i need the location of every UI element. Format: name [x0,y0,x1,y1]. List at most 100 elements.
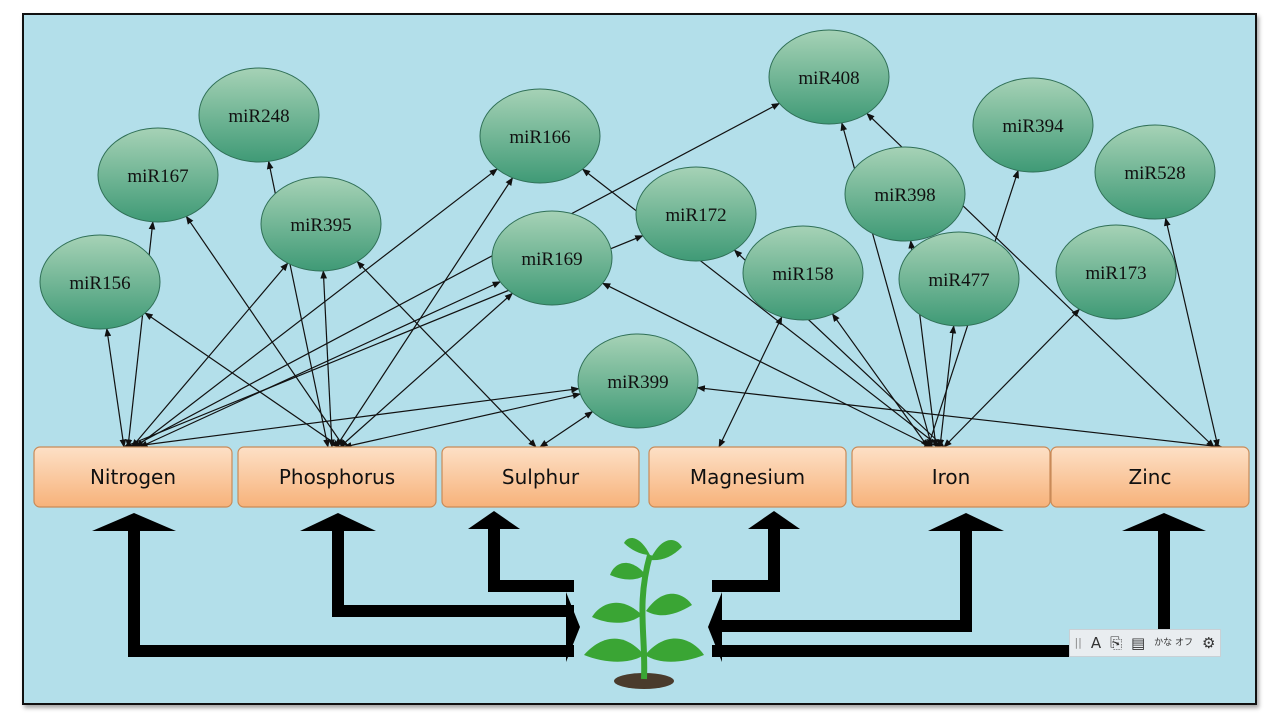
nutrient-label-magnesium: Magnesium [690,465,805,489]
ime-toolbar: || A ⎘ ▤ かな オフ ⚙ [1069,629,1221,657]
mirna-label-miR172: miR172 [665,205,726,226]
mirna-label-miR395: miR395 [290,215,351,236]
mirna-ellipse-miR172 [635,166,757,262]
nutrient-iron: Iron [851,446,1051,508]
nutrient-box-iron [851,446,1051,508]
arrowhead-iron [928,513,1004,531]
mirna-miR399: miR399 [577,333,699,429]
nutrient-box-magnesium [648,446,847,508]
nutrient-label-nitrogen: Nitrogen [90,465,176,489]
mirna-ellipse-miR166 [479,88,601,184]
mirna-ellipse-miR395 [260,176,382,272]
nutrient-sulphur: Sulphur [441,446,640,508]
link-nitrogen-miR156 [104,327,127,448]
plant-stem [639,554,653,680]
mirna-miR166: miR166 [479,88,601,184]
mirna-ellipse-miR173 [1055,224,1177,320]
link-iron-miR173 [943,308,1080,448]
nutrient-phosphorus: Phosphorus [237,446,437,508]
plant-to-nutrient-arrows [92,511,1206,662]
mirna-miR398: miR398 [844,146,966,242]
mirna-miR173: miR173 [1055,224,1177,320]
plant-leaf [610,562,646,580]
nutrient-box-nitrogen [33,446,233,508]
arrowhead-sulphur [468,511,520,529]
link-sulphur-miR399 [539,411,594,448]
mirna-label-miR166: miR166 [509,127,570,148]
mirna-label-miR398: miR398 [874,185,935,206]
mirna-label-miR248: miR248 [228,106,289,127]
mirna-ellipse-miR398 [844,146,966,242]
mirna-label-miR158: miR158 [772,264,833,285]
arrowhead-right-bundle [708,592,722,662]
nutrient-boxes: Nitrogen Phosphorus Sulphur Magnesium Iron Zi… [33,446,1250,508]
mirna-ellipse-miR156 [39,234,161,330]
arrowhead-zinc [1122,513,1206,531]
link-zinc-miR528 [1164,217,1220,448]
mirna-miR395: miR395 [260,176,382,272]
plant-sprout-icon [584,538,704,689]
font-icon[interactable]: A [1090,634,1102,652]
mirna-ellipse-miR394 [972,77,1094,173]
nutrient-nitrogen: Nitrogen [33,446,233,508]
nutrient-label-zinc: Zinc [1129,465,1172,489]
plant-leaf [650,540,682,561]
mirna-miR158: miR158 [742,225,864,321]
link-zinc-miR399 [696,385,1223,450]
thick-arrow-nitrogen [128,525,574,657]
mirna-label-miR399: miR399 [607,372,668,393]
mirna-label-miR169: miR169 [521,249,582,270]
nutrient-box-phosphorus [237,446,437,508]
mirna-label-miR394: miR394 [1002,116,1064,137]
note-icon[interactable]: ▤ [1131,634,1146,652]
link-magnesium-miR158 [718,316,783,448]
thick-arrow-iron [712,525,972,632]
mirna-ellipse-miR477 [898,231,1020,327]
diagram-svg: Nitrogen Phosphorus Sulphur Magnesium Iron Zi… [33,29,1250,689]
mirna-ellipse-miR399 [577,333,699,429]
nutrient-magnesium: Magnesium [648,446,847,508]
nutrient-label-phosphorus: Phosphorus [279,465,395,489]
link-sulphur-miR395 [356,260,537,448]
mirna-ellipse-miR169 [491,210,613,306]
nutrient-box-sulphur [441,446,640,508]
link-iron-miR477 [937,324,957,448]
mirna-nodes: miR156 miR167 miR248 miR395 miR166 miR169 miR3… [39,29,1216,429]
mirna-miR172: miR172 [635,166,757,262]
diagram-canvas: Nitrogen Phosphorus Sulphur Magnesium Iron Zi… [22,13,1257,705]
mirna-miR477: miR477 [898,231,1020,327]
plant-leaf [584,638,644,662]
plant-leaf [624,538,650,555]
nutrient-box-zinc [1050,446,1250,508]
mirna-label-miR167: miR167 [127,166,188,187]
mirna-miR408: miR408 [768,29,890,125]
thick-arrow-sulphur [488,520,574,592]
arrowhead-left-bundle [566,592,580,662]
arrowhead-magnesium [748,511,800,529]
kana-icon[interactable]: かな オフ [1154,637,1194,648]
mirna-ellipse-miR158 [742,225,864,321]
soil-mound [614,673,674,689]
mirna-miR167: miR167 [97,127,219,223]
link-phosphorus-miR395 [320,270,335,448]
nutrient-label-iron: Iron [932,465,971,489]
thick-arrow-magnesium [712,520,780,592]
nutrient-label-sulphur: Sulphur [502,465,580,489]
mirna-ellipse-miR408 [768,29,890,125]
mirna-miR248: miR248 [198,67,320,163]
mirna-miR528: miR528 [1094,124,1216,220]
plant-leaf [592,602,642,623]
arrowhead-nitrogen [92,513,176,531]
mirna-ellipse-miR167 [97,127,219,223]
link-phosphorus-miR399 [343,392,582,449]
thick-arrow-phosphorus [332,525,574,617]
mirna-miR156: miR156 [39,234,161,330]
mirna-ellipse-miR528 [1094,124,1216,220]
grip-icon[interactable]: || [1074,636,1082,649]
mirna-miR169: miR169 [491,210,613,306]
gear-icon[interactable]: ⚙ [1202,634,1216,652]
clipboard-icon[interactable]: ⎘ [1110,634,1123,652]
mirna-label-miR173: miR173 [1085,263,1146,284]
mirna-label-miR156: miR156 [69,273,130,294]
mirna-label-miR528: miR528 [1124,163,1185,184]
